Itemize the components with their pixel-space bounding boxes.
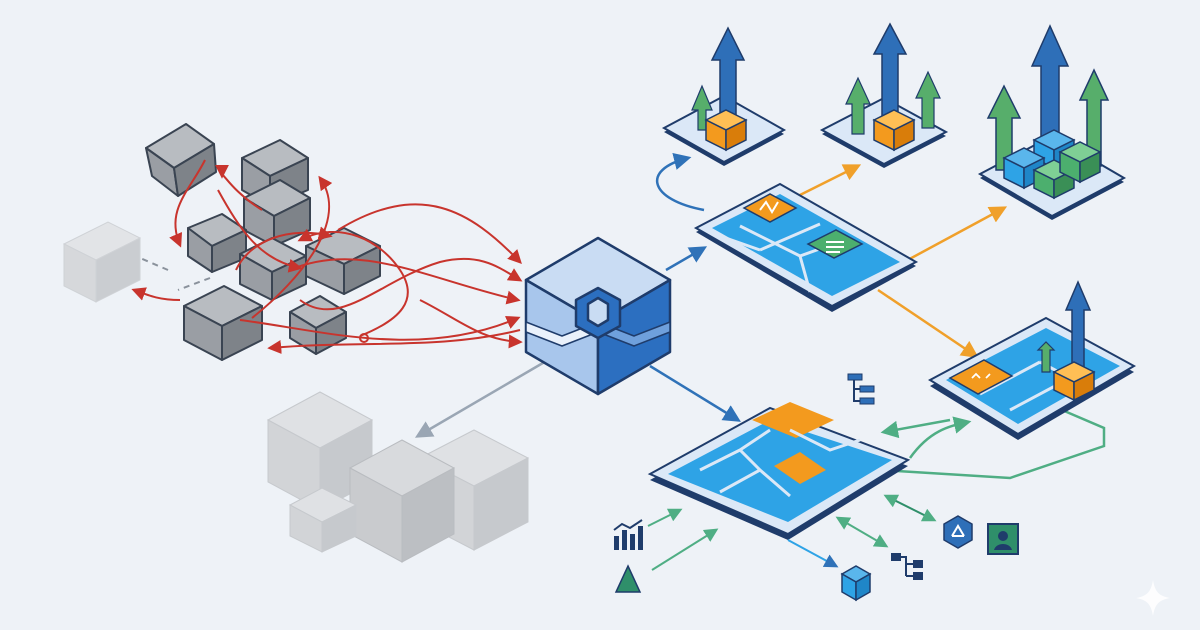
gray-cube-7 (183, 285, 263, 361)
flow-arrow-orange (877, 288, 979, 358)
tangle-arrow (337, 203, 522, 265)
retire-arrow (414, 358, 549, 438)
gray-cube-4 (187, 213, 247, 273)
tree-icon (891, 553, 923, 580)
org-chart-icon (847, 373, 875, 405)
bar-chart-icon (613, 519, 643, 550)
input-arrow (651, 528, 719, 571)
bidirectional-arrow (883, 494, 937, 522)
flow-arrow-blue (649, 364, 741, 422)
service-tile-top (693, 182, 919, 312)
dashed-link-2 (177, 277, 211, 291)
tangle-arrow (131, 287, 181, 301)
output-arrow (787, 539, 839, 568)
flow-arrow-blue (655, 152, 705, 212)
faded-cube-center (348, 439, 456, 563)
tangled-cube-cluster (145, 123, 381, 361)
tangle-arrow (299, 257, 523, 311)
network-icon (943, 515, 973, 549)
faded-cube-far-left (62, 221, 142, 303)
input-arrow (647, 508, 683, 527)
tangle-arrow (419, 299, 523, 349)
user-icon (987, 523, 1019, 555)
service-tile-right (927, 280, 1137, 440)
tangled-connections (131, 159, 523, 354)
sparkle-icon (1136, 580, 1170, 616)
growth-platform-3 (977, 24, 1127, 220)
flow-arrows (649, 152, 1106, 480)
flow-arrow-green (879, 408, 1106, 480)
flow-arrow-orange (789, 164, 862, 202)
gray-cube-5 (239, 237, 307, 301)
faded-cube-back-left (266, 391, 374, 511)
faded-cube-small (288, 487, 358, 553)
growth-platform-2 (819, 22, 949, 168)
dashed-link (139, 257, 169, 271)
flow-arrow-blue (665, 246, 708, 272)
flow-arrow-green (908, 416, 972, 459)
tangle-arrow (239, 315, 521, 341)
tangle-arrow (169, 159, 206, 248)
gray-cube-8 (289, 295, 347, 355)
bidirectional-arrow (835, 516, 889, 548)
cube-icon (840, 565, 872, 602)
tangle-arrow (297, 228, 409, 337)
tangle-arrow (235, 226, 333, 271)
gray-cube-1 (145, 123, 217, 197)
tangle-arrow (217, 189, 303, 273)
tangle-arrow (215, 164, 263, 211)
tangle-node (359, 333, 369, 343)
flow-arrow-orange (903, 206, 1008, 264)
service-tile-bottom (647, 402, 911, 540)
triangle-icon (614, 564, 642, 593)
flow-arrow-green (880, 418, 951, 439)
tangle-arrow (251, 175, 333, 319)
faded-cube-cluster (266, 391, 530, 563)
hub-cube-icon (524, 236, 672, 396)
growth-platform-1 (661, 26, 787, 166)
